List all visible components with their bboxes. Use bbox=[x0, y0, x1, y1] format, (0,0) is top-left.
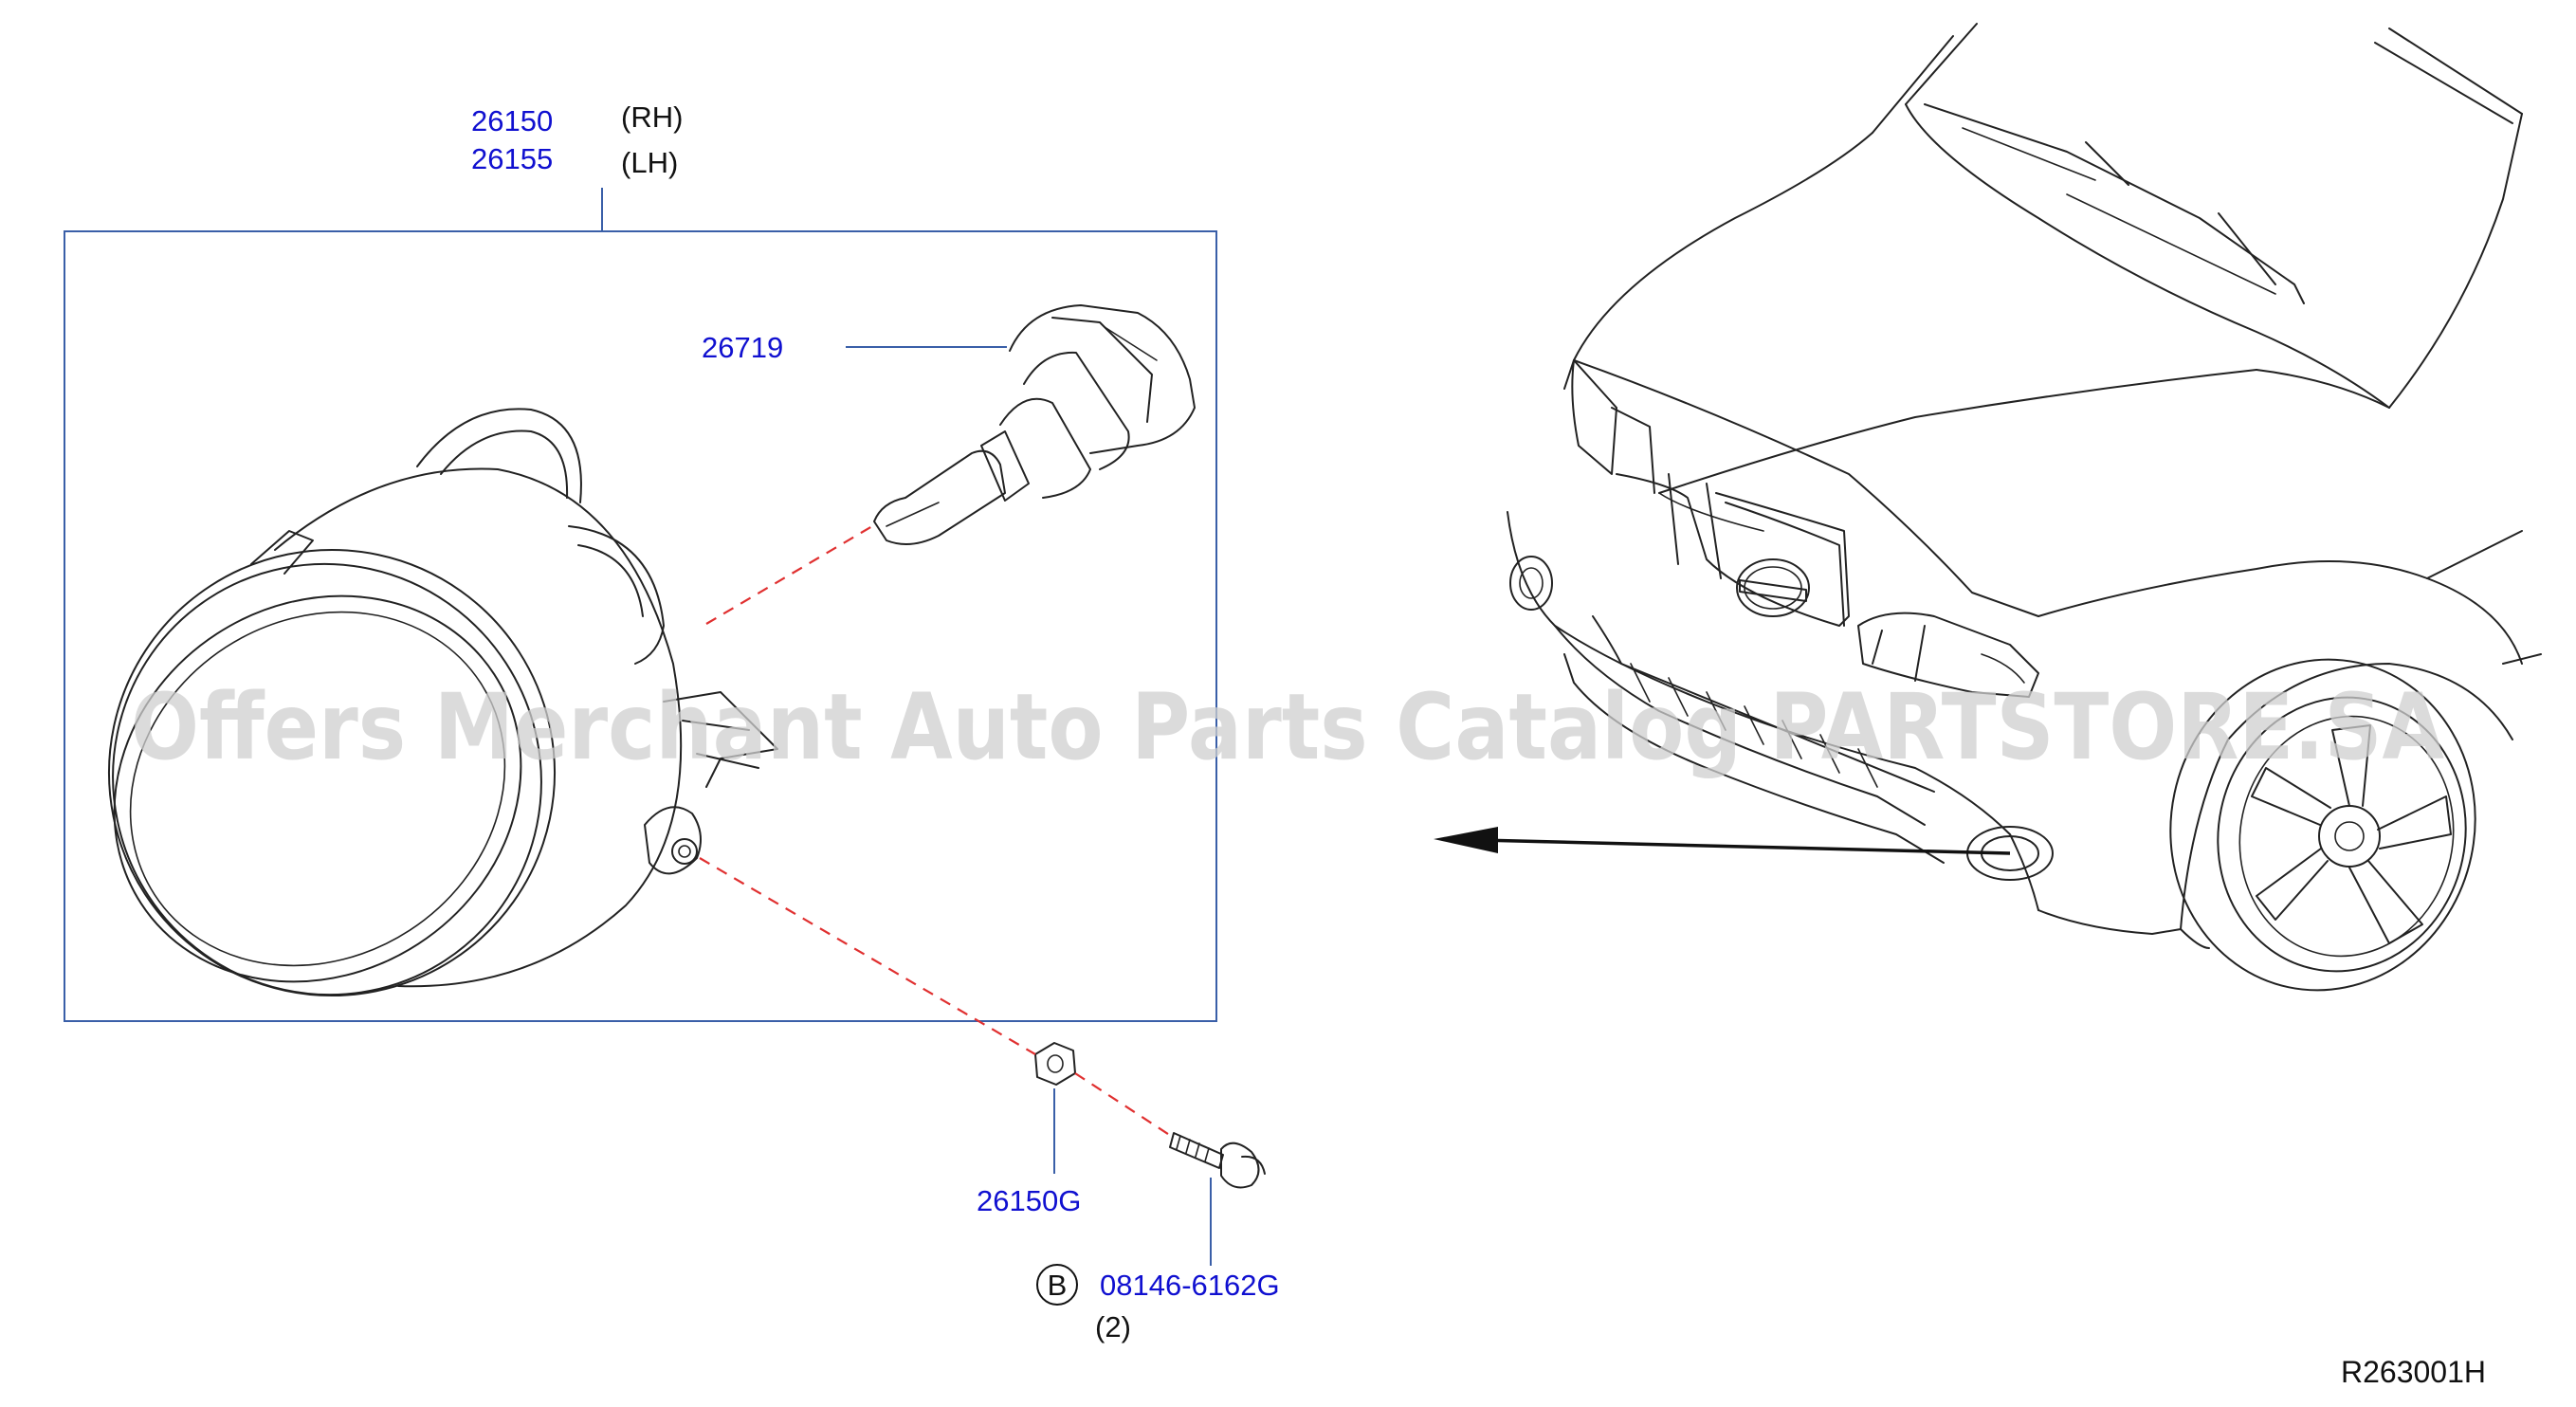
part-number-26150[interactable]: 26150 bbox=[471, 104, 553, 137]
part-number-26150g[interactable]: 26150G bbox=[977, 1184, 1081, 1217]
fog-lamp-housing bbox=[107, 408, 778, 996]
assembly-box bbox=[64, 230, 1217, 1022]
watermark-text: Offers Merchant Auto Parts Catalog PARTS… bbox=[131, 674, 2444, 780]
part-number-08146-6162g[interactable]: 08146-6162G bbox=[1100, 1269, 1280, 1302]
nut-fastening-path bbox=[699, 857, 1036, 1055]
location-arrow bbox=[1434, 827, 2011, 855]
vehicle-front-view bbox=[1507, 23, 2542, 992]
bulb-insert-path bbox=[705, 525, 873, 625]
bolt-fastening-path bbox=[1074, 1072, 1175, 1139]
nut-26150g bbox=[1034, 1042, 1076, 1086]
bolt-08146-6162g bbox=[1169, 1132, 1266, 1189]
bulb-26719 bbox=[873, 304, 1196, 545]
bolt-quantity: (2) bbox=[1095, 1310, 1131, 1343]
diagram-reference-code: R263001H bbox=[2341, 1355, 2486, 1389]
part-number-26155[interactable]: 26155 bbox=[471, 142, 553, 175]
fastener-badge-letter: B bbox=[1048, 1269, 1068, 1302]
part-number-26719[interactable]: 26719 bbox=[702, 331, 783, 364]
qualifier-lh: (LH) bbox=[621, 146, 678, 179]
qualifier-rh: (RH) bbox=[621, 100, 683, 134]
fastener-badge-circle bbox=[1036, 1264, 1078, 1306]
